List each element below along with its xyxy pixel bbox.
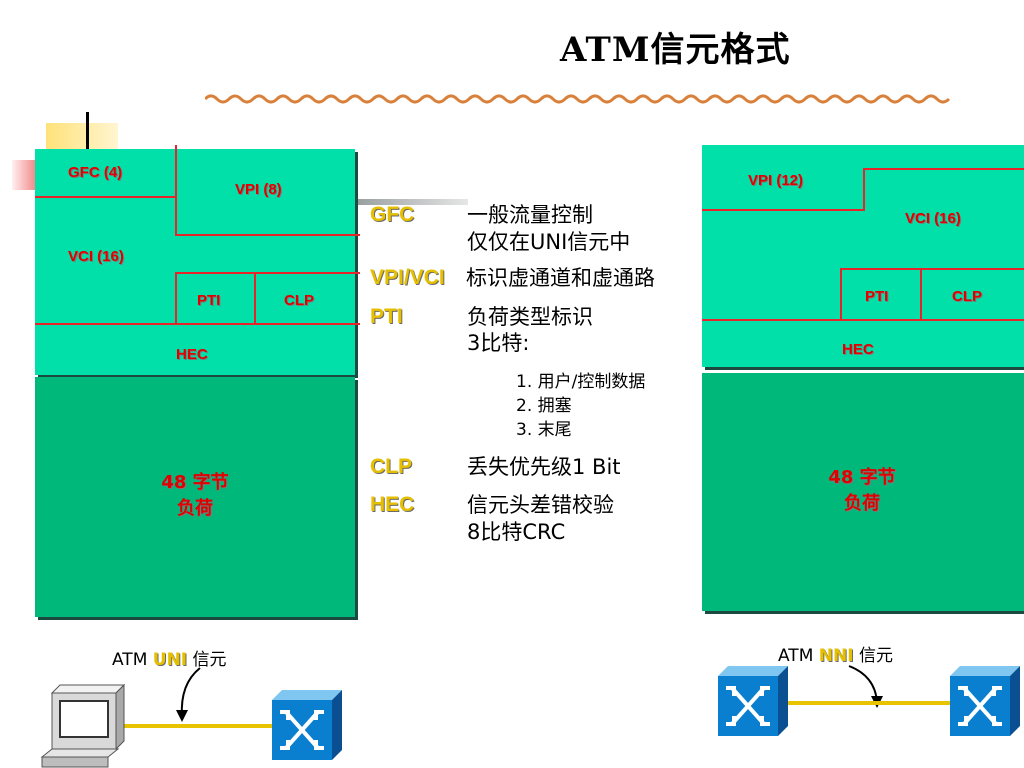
legend-pti-item-2: 2. 拥塞 <box>516 396 572 416</box>
uni-gfc-label: GFC (4) <box>68 164 123 181</box>
nni-payload <box>702 373 1024 611</box>
uni-vci-label: VCI (16) <box>68 248 124 265</box>
uni-payload-label: 48 字节 负荷 <box>161 472 229 519</box>
legend-pti-item-3: 3. 末尾 <box>516 420 572 440</box>
legend-gfc-desc-2: 仅仅在UNI信元中 <box>467 230 631 254</box>
nni-vpi-label: VPI (12) <box>748 172 804 189</box>
legend-clp-term: CLP <box>370 455 412 478</box>
legend-pti-bits: 3比特: <box>467 331 530 355</box>
legend-vpivci-term: VPI/VCI <box>370 266 445 289</box>
nni-clp-label: CLP <box>952 288 982 305</box>
corner-decoration-line <box>86 112 89 174</box>
uni-header <box>35 149 355 375</box>
legend-gfc-desc: 一般流量控制 <box>467 203 593 227</box>
uni-pti-label: PTI <box>197 292 221 309</box>
legend-pti-item-1: 1. 用户/控制数据 <box>516 372 646 392</box>
connector-bar <box>358 199 468 205</box>
atm-switch-icon-right <box>950 666 1020 736</box>
nni-hec-label: HEC <box>842 341 874 358</box>
atm-switch-icon-left <box>718 666 788 736</box>
uni-link-line <box>118 724 274 728</box>
corner-decoration-red <box>12 160 38 190</box>
legend-hec-crc: 8比特CRC <box>467 520 566 544</box>
nni-payload-label: 48 字节 负荷 <box>828 467 896 514</box>
legend-clp-desc: 丢失优先级1 Bit <box>467 455 621 479</box>
nni-pti-label: PTI <box>865 288 889 305</box>
atm-switch-icon <box>272 690 342 760</box>
page-title: ATM信元格式 <box>560 30 791 70</box>
uni-caption: ATM UNI 信元 <box>112 650 227 670</box>
legend-pti-term: PTI <box>370 305 403 328</box>
legend-pti-desc: 负荷类型标识 <box>467 305 593 329</box>
uni-hec-label: HEC <box>176 346 208 363</box>
legend-hec-term: HEC <box>370 493 415 516</box>
uni-payload <box>35 377 355 617</box>
uni-clp-label: CLP <box>284 292 314 309</box>
legend-gfc-term: GFC <box>370 203 415 226</box>
nni-vci-label: VCI (16) <box>905 210 961 227</box>
computer-icon <box>40 683 126 768</box>
legend-hec-desc: 信元头差错校验 <box>467 493 614 517</box>
uni-vpi-label: VPI (8) <box>235 181 282 198</box>
nni-caption: ATM NNI 信元 <box>778 646 893 666</box>
uni-arrow-icon <box>176 667 201 722</box>
title-underline <box>205 94 951 104</box>
legend-vpivci-desc: 标识虚通道和虚通路 <box>466 266 655 290</box>
nni-link-line <box>780 701 960 705</box>
